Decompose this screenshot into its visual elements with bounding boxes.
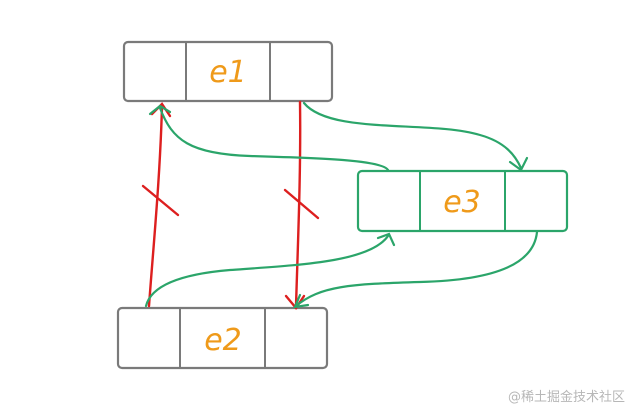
node-e1: e1 <box>122 40 334 103</box>
edge-e2-e1-cross-mark <box>141 184 180 217</box>
edge-e3-e2-line <box>294 230 539 308</box>
node-e1-box <box>122 40 334 103</box>
edge-e3-to-e1-added <box>148 104 390 172</box>
watermark-text: @稀土掘金技术社区 <box>507 390 625 405</box>
node-e3: e3 <box>356 169 569 233</box>
edge-e1-e2-cross-mark <box>283 188 320 220</box>
node-e2: e2 <box>116 306 329 370</box>
edge-e2-e3-arrowhead <box>376 232 396 247</box>
edge-e1-e3-arrowhead <box>508 156 529 172</box>
edge-e3-e1-arrowhead <box>148 104 172 116</box>
edge-e2-e1-line <box>147 104 164 308</box>
edge-e1-e3-line <box>302 101 523 170</box>
edge-e1-to-e2-removed <box>283 100 320 311</box>
node-e2-label: e2 <box>204 323 242 358</box>
edge-e1-to-e3-added <box>302 101 529 172</box>
edge-e3-to-e2-added <box>293 230 539 309</box>
edge-e2-to-e3-added <box>144 232 396 308</box>
edge-e1-e2-line <box>294 100 302 308</box>
edge-e2-to-e1-removed <box>141 102 180 308</box>
edge-e3-e2-arrowhead <box>293 293 310 309</box>
node-e3-box <box>356 169 569 233</box>
node-e1-label: e1 <box>209 55 247 90</box>
edge-e3-e1-line <box>158 106 390 172</box>
edge-e2-e3-line <box>144 234 390 308</box>
node-e2-box <box>116 306 329 370</box>
node-e3-label: e3 <box>443 185 481 220</box>
edge-e1-e2-arrowhead <box>284 294 306 311</box>
